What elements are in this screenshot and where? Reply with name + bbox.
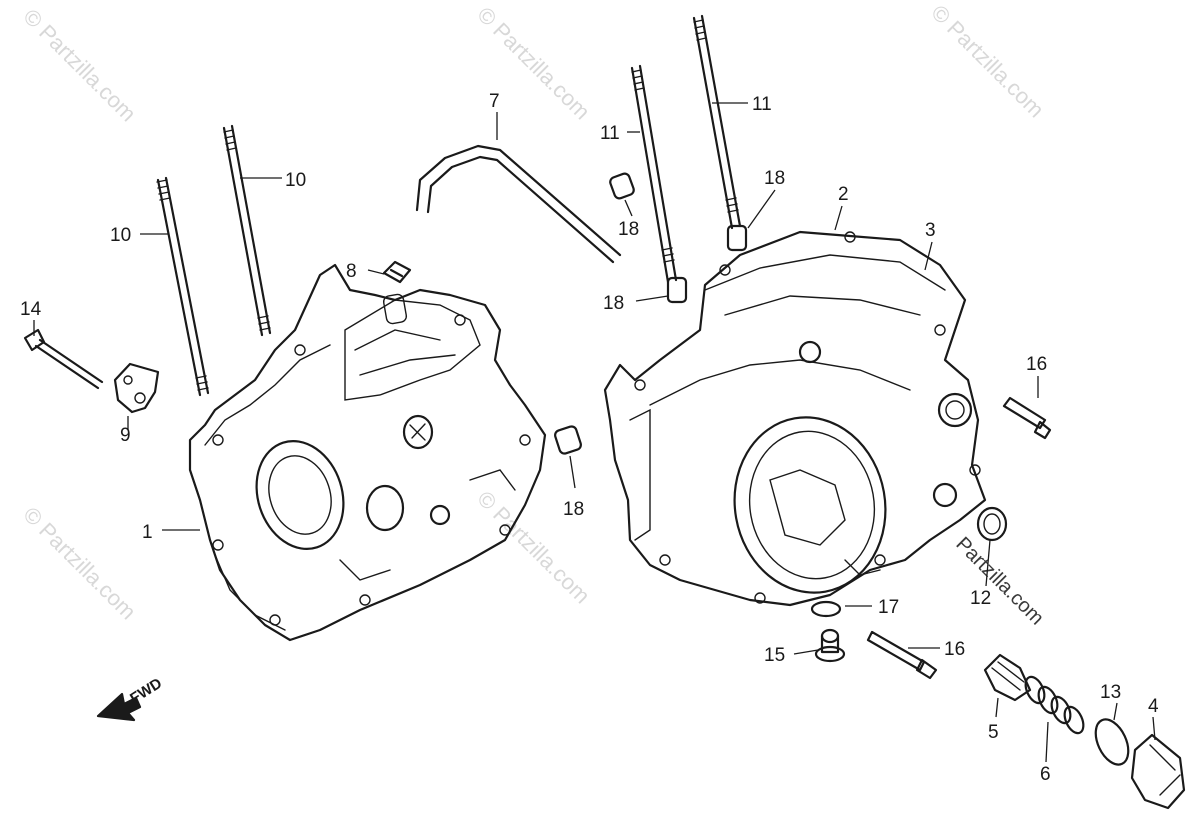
fwd-label: FWD xyxy=(127,675,165,708)
callouts: 7 10 10 11 11 14 8 9 1 2 3 18 18 18 18 1… xyxy=(20,91,1159,785)
callout-11-right: 11 xyxy=(752,94,772,115)
stud-10-right xyxy=(222,124,272,337)
forward-arrow-icon xyxy=(96,692,142,722)
left-crankcase xyxy=(188,263,547,642)
callout-17: 17 xyxy=(878,597,899,618)
watermarks: © Partzilla.com © Partzilla.com © Partzi… xyxy=(18,0,1049,629)
callout-3: 3 xyxy=(925,220,936,241)
watermark-top-left: © Partzilla.com xyxy=(18,4,141,127)
stud-11-left xyxy=(630,64,678,284)
forward-indicator: FWD xyxy=(96,675,165,722)
oil-seal xyxy=(976,506,1008,542)
callout-18-top-right: 18 xyxy=(764,168,785,189)
watermark-side-partzilla: Partzilla.com xyxy=(951,533,1048,630)
callout-9: 9 xyxy=(120,425,131,446)
stud-11-right xyxy=(692,14,742,230)
callout-18-top-left: 18 xyxy=(618,219,639,240)
dowel-pin-d xyxy=(554,425,582,455)
washer xyxy=(810,600,842,618)
callout-18-middle: 18 xyxy=(603,293,624,314)
dowel-pin-a xyxy=(609,172,635,200)
strainer-screen xyxy=(983,653,1032,702)
bolt-16-upper xyxy=(1002,396,1052,440)
o-ring xyxy=(1094,718,1130,766)
callout-4: 4 xyxy=(1148,696,1159,717)
dowel-pin-b xyxy=(666,276,688,304)
watermark-bottom-left: © Partzilla.com xyxy=(18,502,141,625)
callout-2: 2 xyxy=(838,184,849,205)
dowel-pin-c xyxy=(726,224,748,252)
callout-5: 5 xyxy=(988,722,999,743)
leader-lines xyxy=(33,102,1156,763)
callout-15: 15 xyxy=(764,645,785,666)
callout-16-upper: 16 xyxy=(1026,354,1047,375)
callout-11-left: 11 xyxy=(600,123,620,144)
bracket xyxy=(113,362,160,414)
stud-10-left xyxy=(156,176,210,397)
callout-10-right: 10 xyxy=(285,170,306,191)
callout-10-left: 10 xyxy=(110,225,131,246)
callout-7: 7 xyxy=(489,91,500,112)
oil-strainer-assembly xyxy=(983,653,1186,810)
right-crankcase xyxy=(603,230,987,607)
bolt-16-lower xyxy=(866,630,938,680)
breather-tube xyxy=(415,144,622,264)
watermark-top-right: © Partzilla.com xyxy=(926,0,1049,122)
callout-16-lower: 16 xyxy=(944,639,965,660)
callout-12: 12 xyxy=(970,588,991,609)
spring xyxy=(1024,675,1085,735)
callout-18-lower: 18 xyxy=(563,499,584,520)
dowel-pins xyxy=(554,172,748,455)
drain-bolt xyxy=(814,628,846,663)
callout-1: 1 xyxy=(142,522,153,543)
stud-bolts xyxy=(156,14,742,397)
callout-6: 6 xyxy=(1040,764,1051,785)
callout-13: 13 xyxy=(1100,682,1121,703)
callout-14: 14 xyxy=(20,299,42,320)
drain-plug xyxy=(1130,733,1186,810)
clip xyxy=(382,260,412,284)
bolt-14 xyxy=(23,328,104,390)
callout-8: 8 xyxy=(346,261,357,282)
